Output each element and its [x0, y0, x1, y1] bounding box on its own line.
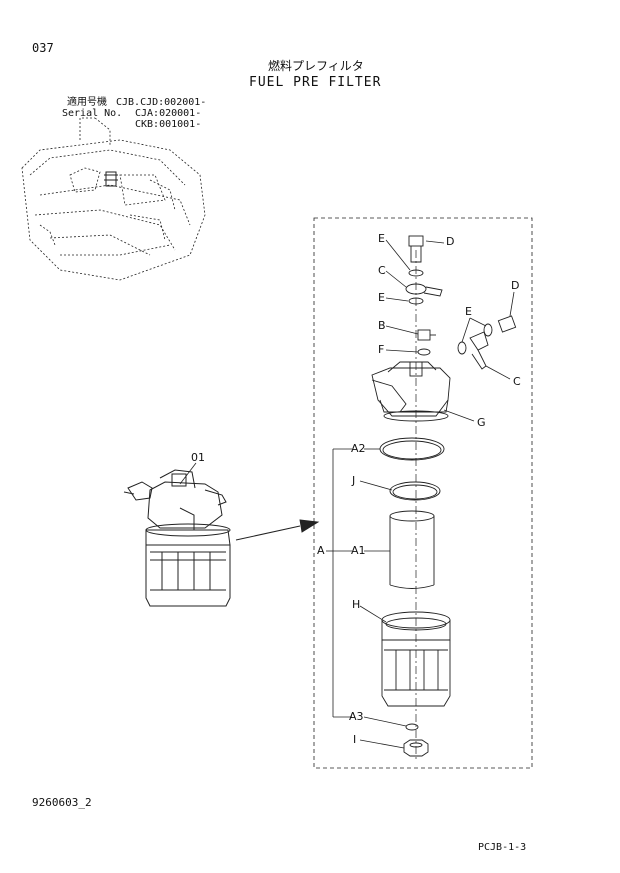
part-top-bolt: [408, 235, 424, 263]
callout-a: A: [317, 544, 325, 557]
machine-filter-mark: [104, 171, 118, 187]
part-side-fittings: [457, 315, 517, 370]
assembled-filter: [123, 469, 231, 607]
callout-e-top: E: [378, 232, 385, 245]
part-h-bowl: [381, 611, 451, 707]
part-a2-ring: [379, 437, 445, 461]
callout-i: I: [353, 733, 357, 746]
part-g-filter-head: [371, 361, 451, 422]
part-b-bolt: [417, 329, 436, 341]
callout-b: B: [378, 319, 386, 332]
callout-a3: A3: [349, 710, 364, 723]
callout-e-side: E: [465, 305, 472, 318]
explosion-frame: [313, 217, 533, 769]
callout-a2: A2: [351, 442, 366, 455]
serial-range-1: CJB.CJD:002001-: [116, 97, 207, 108]
callout-d-side: D: [511, 279, 520, 292]
part-a3-ring: [405, 723, 419, 731]
reference-arrow: [235, 519, 320, 541]
page-number: 037: [32, 41, 54, 55]
callout-assembly-01: 01: [191, 451, 205, 464]
applicability-label-jp: 適用号機: [67, 97, 107, 108]
part-f-seal: [417, 348, 431, 356]
part-mid-washer: [408, 297, 424, 305]
leader-lines: [179, 239, 515, 749]
callout-j: J: [352, 474, 356, 487]
callout-c-side: C: [513, 375, 521, 388]
part-top-washer: [408, 269, 424, 277]
title-english: FUEL PRE FILTER: [249, 75, 382, 90]
serial-range-2: CJA:020001-: [135, 108, 202, 119]
serial-range-3: CKB:001001-: [135, 119, 202, 130]
drawing-number: 9260603_2: [32, 796, 92, 809]
callout-h: H: [352, 598, 361, 611]
callout-d-top: D: [446, 235, 455, 248]
callout-g: G: [477, 416, 486, 429]
applicability-label-en: Serial No.: [62, 108, 123, 119]
page-reference: PCJB-1-3: [478, 842, 527, 853]
callout-e-mid: E: [378, 291, 385, 304]
callout-f: F: [378, 343, 385, 356]
part-a1-element: [389, 510, 435, 589]
title-japanese: 燃料プレフィルタ: [268, 59, 364, 73]
callout-c-top: C: [378, 264, 386, 277]
machine-location-sketch: [21, 117, 206, 281]
part-top-banjo: [405, 283, 443, 297]
callout-a1: A1: [351, 544, 366, 557]
part-j-ring: [389, 481, 441, 501]
part-i-plug: [403, 739, 429, 757]
